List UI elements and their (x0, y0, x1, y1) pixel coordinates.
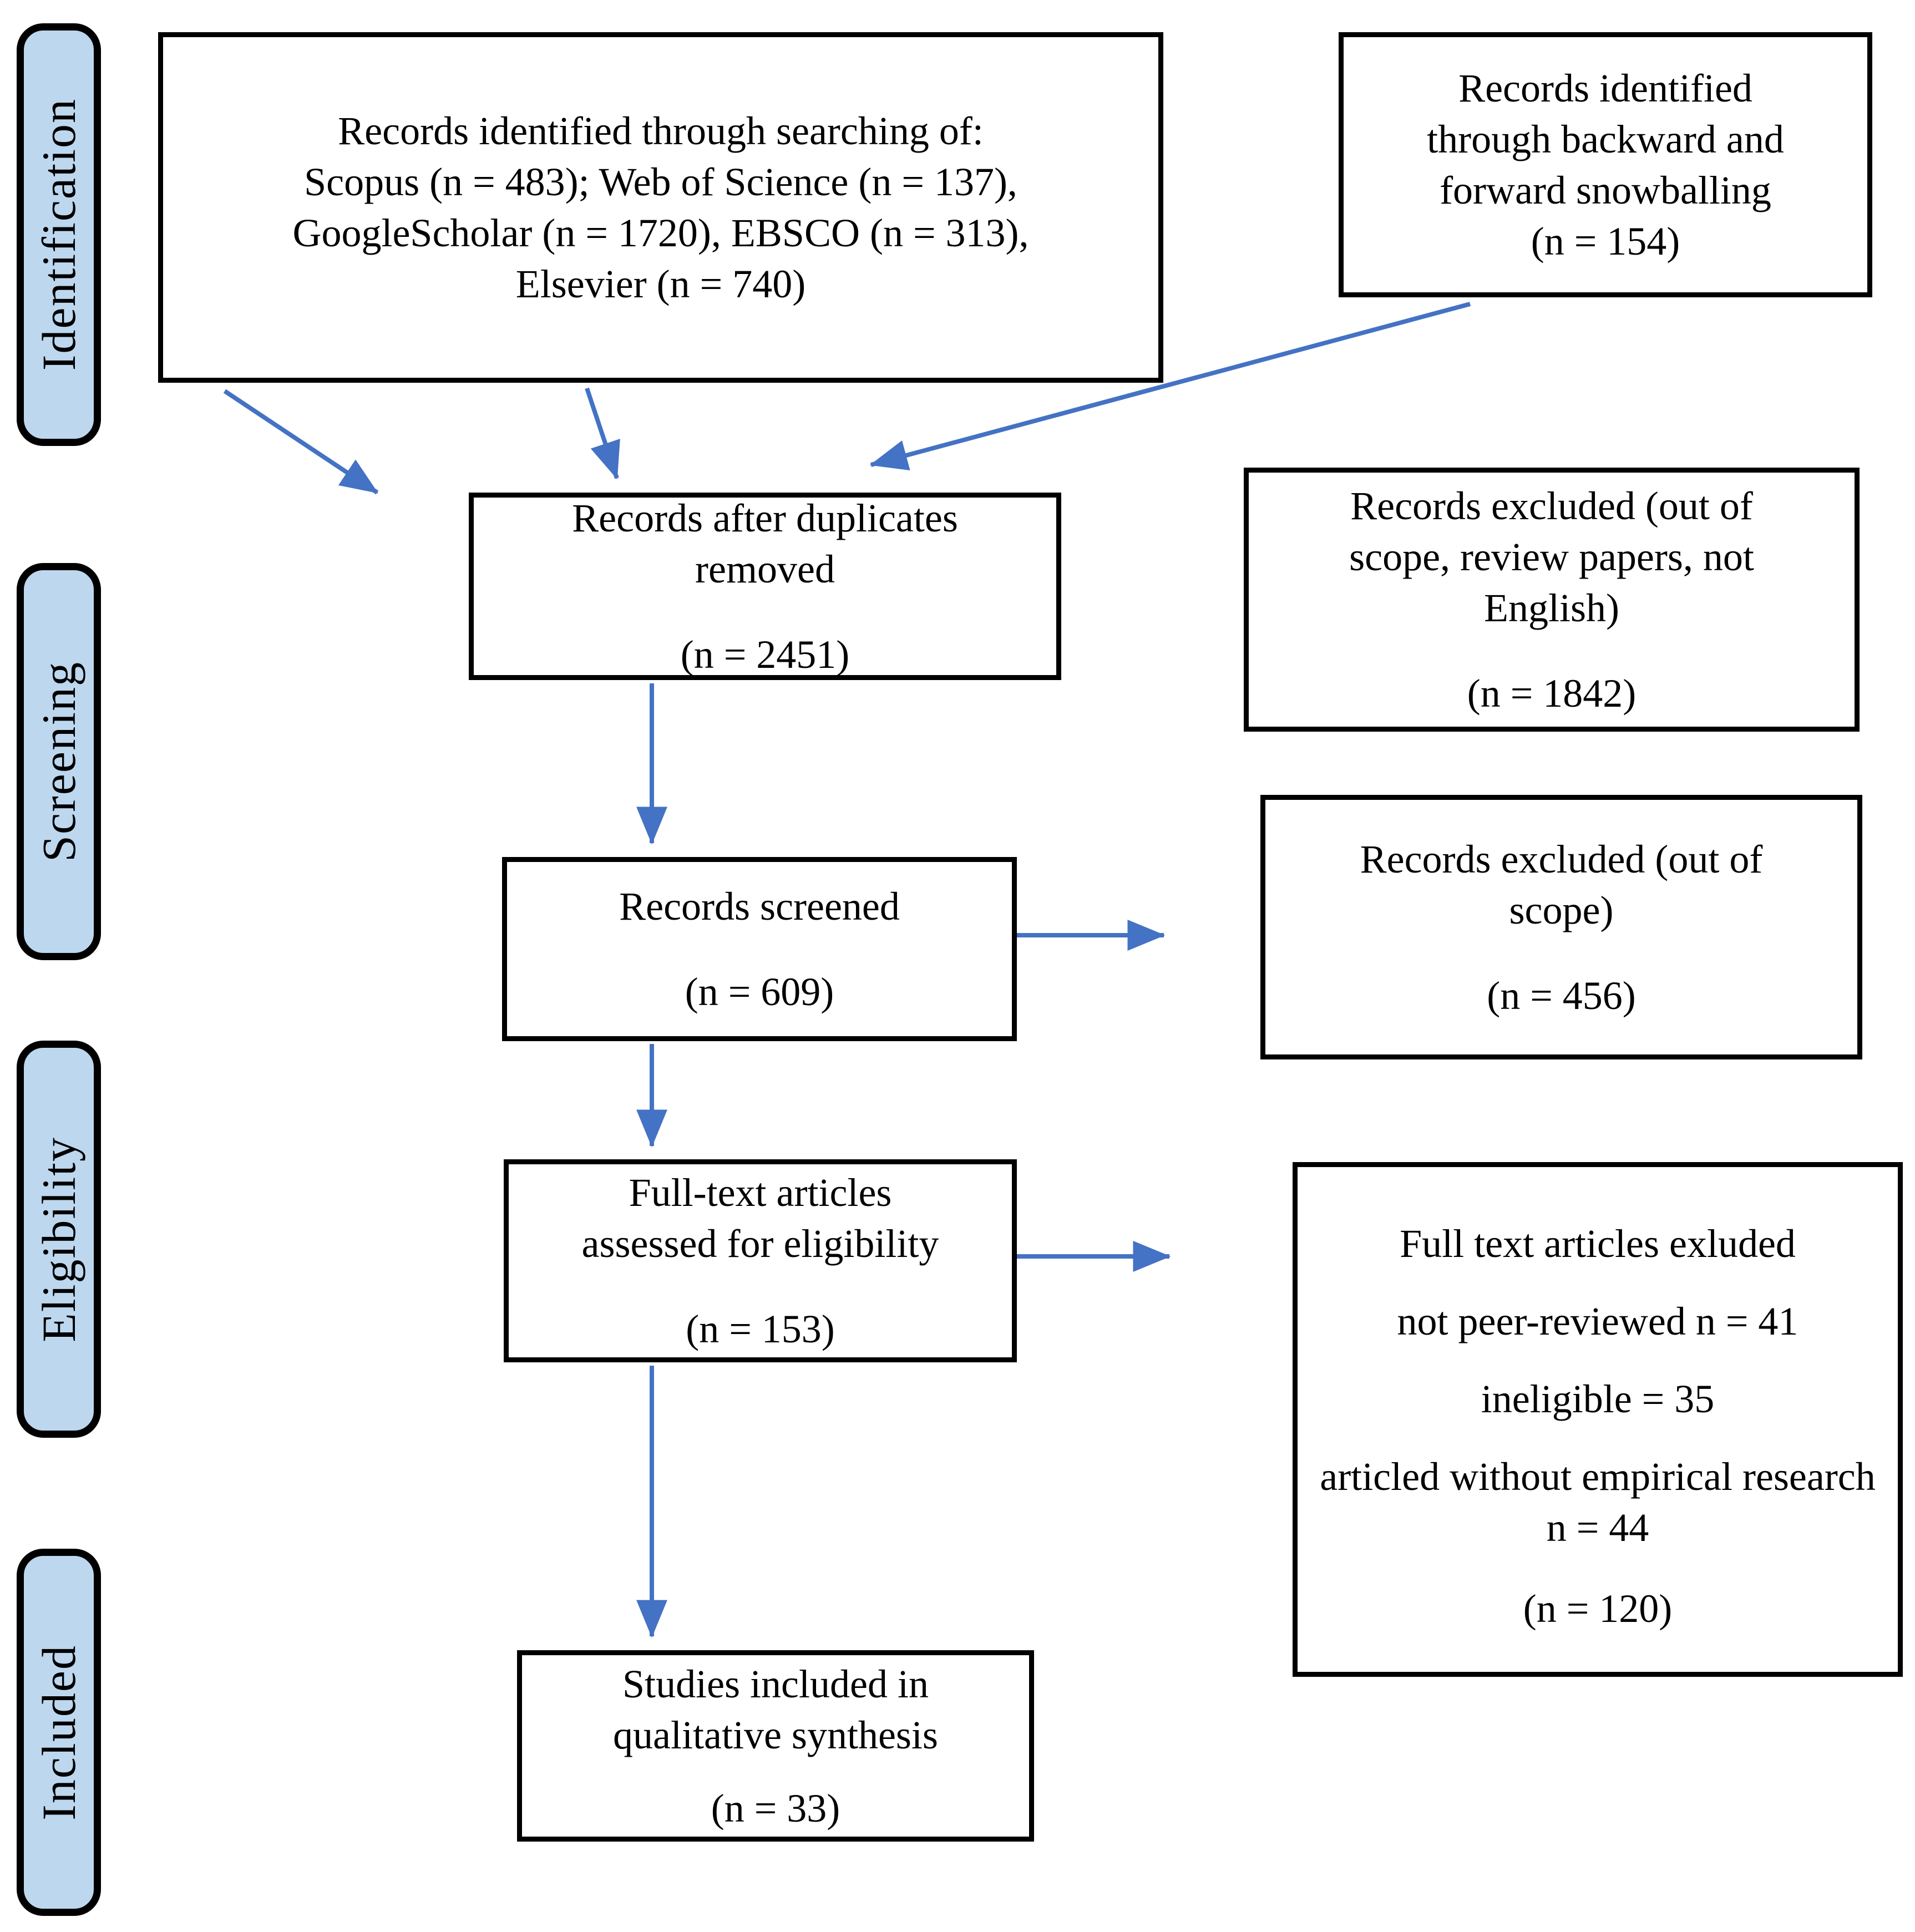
box-excluded-scope-count: (n = 456) (1487, 973, 1636, 1018)
box-excluded-scope-line: Records excluded (out of (1360, 836, 1763, 881)
stage-included-label: Included (32, 1644, 85, 1821)
stage-identification: Identification (17, 23, 101, 446)
box-included-synthesis: Studies included in qualitative synthesi… (517, 1650, 1034, 1842)
box-snowballing-line: forward snowballing (1440, 168, 1771, 212)
box-fulltext-assessed-line: assessed for eligibility (581, 1221, 939, 1266)
box-snowballing-line: Records identified (1458, 66, 1752, 110)
box-fulltext-excluded-para: ineligible = 35 (1481, 1377, 1715, 1421)
box-excluded-screening-line: Records excluded (out of (1350, 484, 1753, 528)
stage-included: Included (17, 1549, 101, 1916)
box-records-sources-line: Elsevier (n = 740) (515, 262, 806, 306)
box-fulltext-excluded: Full text articles exluded not peer-revi… (1293, 1162, 1903, 1677)
box-duplicates-removed-count: (n = 2451) (680, 632, 850, 677)
box-fulltext-assessed: Full-text articles assessed for eligibil… (504, 1159, 1017, 1362)
box-included-synthesis-count: (n = 33) (711, 1786, 840, 1830)
box-included-synthesis-line: Studies included in (622, 1661, 929, 1706)
stage-eligibility-label: Eligibility (32, 1136, 85, 1342)
stage-eligibility: Eligibility (17, 1041, 101, 1438)
box-snowballing-line: (n = 154) (1531, 219, 1680, 263)
box-excluded-screening-count: (n = 1842) (1467, 671, 1637, 716)
box-records-screened-count: (n = 609) (685, 970, 834, 1014)
box-records-sources-line: Records identified through searching of: (338, 109, 984, 153)
box-snowballing: Records identified through backward and … (1339, 32, 1872, 297)
box-excluded-screening-line: scope, review papers, not (1349, 535, 1754, 579)
box-snowballing-line: through backward and (1427, 117, 1784, 161)
stage-screening-label: Screening (32, 661, 85, 862)
box-fulltext-assessed-count: (n = 153) (686, 1307, 835, 1351)
box-excluded-scope-line: scope) (1509, 888, 1614, 932)
box-records-screened: Records screened (n = 609) (502, 857, 1017, 1041)
box-fulltext-excluded-para: Full text articles exluded (1400, 1221, 1796, 1266)
box-excluded-screening-line: English) (1484, 586, 1619, 630)
arrow-snowballing-to-duplicates (869, 302, 1471, 471)
box-fulltext-excluded-para: articled without empirical research n = … (1320, 1454, 1876, 1550)
box-fulltext-assessed-line: Full-text articles (629, 1170, 892, 1215)
box-excluded-screening: Records excluded (out of scope, review p… (1244, 468, 1860, 732)
box-excluded-scope: Records excluded (out of scope) (n = 456… (1260, 795, 1862, 1059)
stage-identification-label: Identification (32, 98, 85, 371)
stage-screening: Screening (17, 563, 101, 960)
arrow-sources-to-duplicates-center (585, 387, 620, 480)
box-duplicates-removed-line: removed (695, 547, 835, 591)
box-duplicates-removed-line: Records after duplicates (572, 496, 958, 540)
arrow-sources-to-duplicates-left (223, 389, 379, 495)
box-records-sources: Records identified through searching of:… (158, 32, 1163, 383)
box-included-synthesis-line: qualitative synthesis (613, 1712, 938, 1757)
box-fulltext-excluded-para: not peer-reviewed n = 41 (1397, 1299, 1799, 1343)
box-records-screened-line: Records screened (619, 884, 900, 929)
box-records-sources-line: Scopus (n = 483); Web of Science (n = 13… (304, 160, 1017, 204)
box-records-sources-line: GoogleScholar (n = 1720), EBSCO (n = 313… (292, 211, 1029, 255)
box-fulltext-excluded-count: (n = 120) (1523, 1586, 1673, 1631)
box-duplicates-removed: Records after duplicates removed (n = 24… (469, 493, 1061, 680)
